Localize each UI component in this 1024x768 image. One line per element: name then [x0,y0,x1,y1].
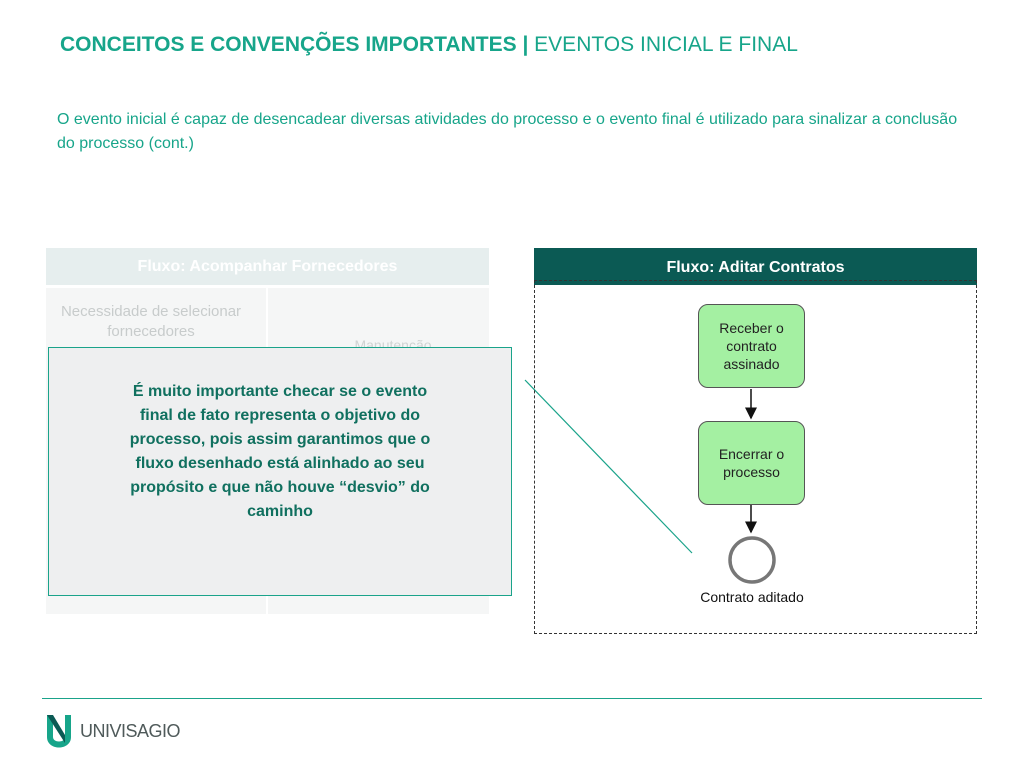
footer-logo-text: UNIVISAGIO [80,721,181,741]
page-title: CONCEITOS E CONVENÇÕES IMPORTANTES | EVE… [60,33,798,57]
callout-box: É muito importante checar se o evento fi… [48,347,512,596]
end-event-icon [728,536,776,584]
callout-text: É muito importante checar se o evento fi… [129,383,431,520]
footer-divider [42,698,982,699]
right-flow-header: Fluxo: Aditar Contratos [534,248,977,285]
left-flow-header: Fluxo: Acompanhar Fornecedores [46,248,489,285]
univisagio-logo-icon [47,715,71,748]
page-title-regular: EVENTOS INICIAL E FINAL [534,33,798,56]
task-receber-contrato: Receber o contrato assinado [698,304,805,388]
task-receber-contrato-label: Receber o contrato assinado [719,320,784,372]
task-encerrar-processo-label: Encerrar o processo [718,446,785,480]
end-event-label: Contrato aditado [700,589,804,605]
right-flow-box [534,280,977,634]
intro-text: O evento inicial é capaz de desencadear … [57,111,958,152]
task-encerrar-processo: Encerrar o processo [698,421,805,505]
page-title-bold: CONCEITOS E CONVENÇÕES IMPORTANTES | [60,33,529,56]
connector-line [524,379,693,554]
left-flow-cell-1: Necessidade de selecionar fornecedores [60,303,242,340]
